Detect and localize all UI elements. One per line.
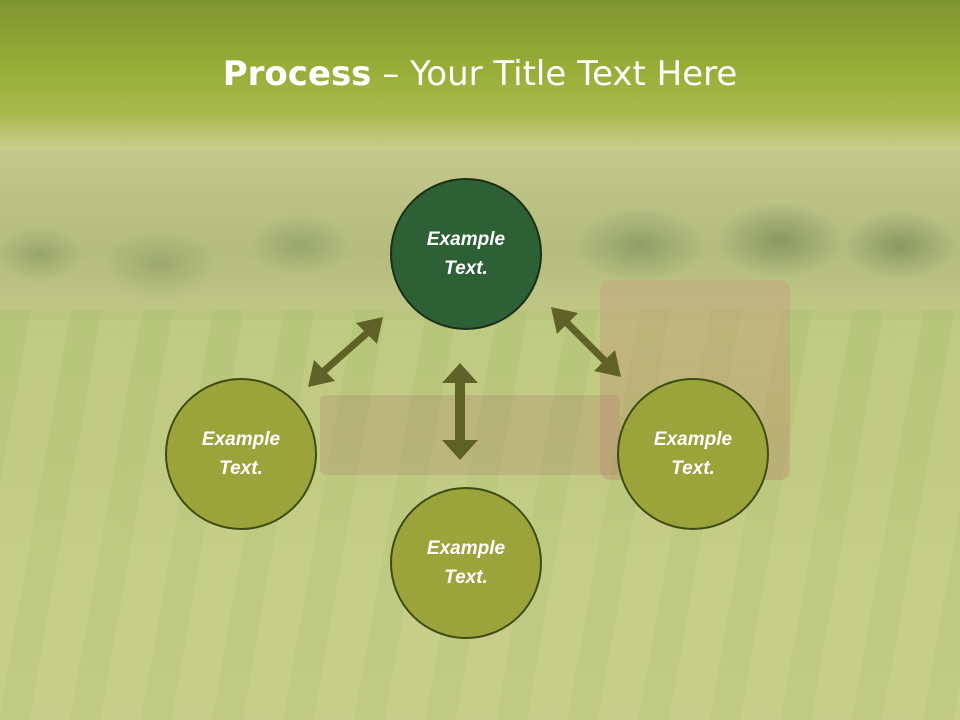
node-top-text: Example Text.: [426, 229, 506, 279]
title-rest: – Your Title Text Here: [371, 54, 738, 94]
arrow-vertical[interactable]: [442, 363, 478, 460]
node-right-text: Example Text.: [653, 429, 733, 479]
background-mower: [320, 395, 620, 475]
title-bold: Process: [222, 54, 372, 94]
page-title[interactable]: Process – Your Title Text Here: [0, 50, 960, 98]
node-right[interactable]: Example Text.: [617, 378, 769, 530]
node-bottom-text: Example Text.: [426, 538, 506, 588]
node-bottom[interactable]: Example Text.: [390, 487, 542, 639]
title-band: [0, 0, 960, 150]
arrow-top-right[interactable]: [551, 307, 621, 377]
node-left[interactable]: Example Text.: [165, 378, 317, 530]
arrow-top-left[interactable]: [308, 317, 383, 387]
node-left-text: Example Text.: [201, 429, 281, 479]
node-top[interactable]: Example Text.: [390, 178, 542, 330]
